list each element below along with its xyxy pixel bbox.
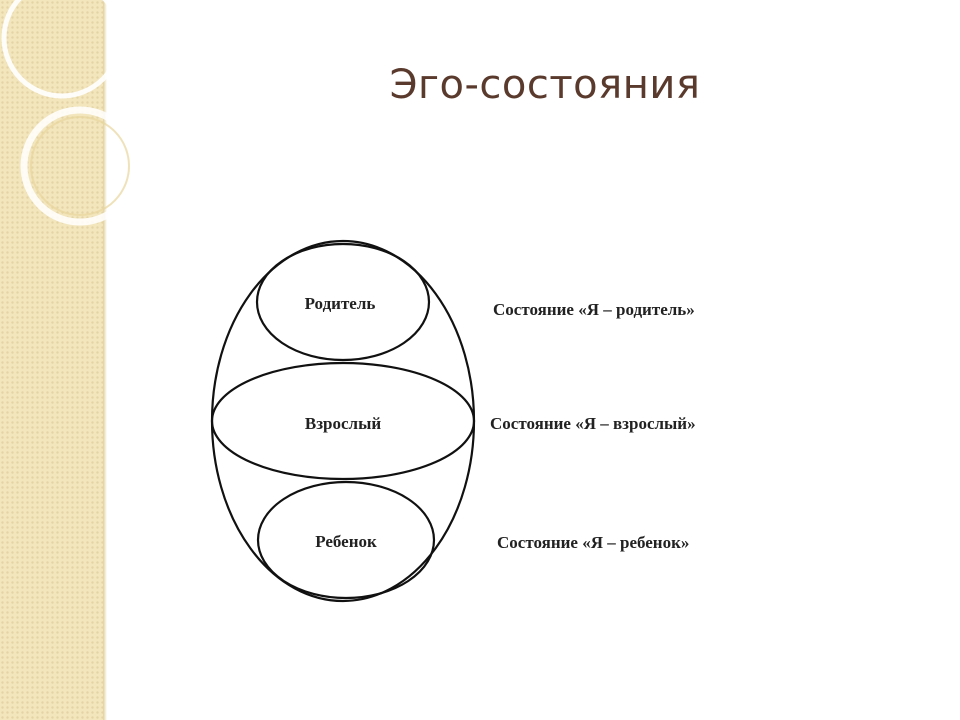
child-ellipse xyxy=(256,480,436,600)
adult-ellipse xyxy=(210,361,476,481)
slide-title: Эго-состояния xyxy=(389,62,701,108)
decorative-ring-upper xyxy=(1,0,123,99)
decorative-ring-lower-shade xyxy=(30,116,130,216)
parent-description: Состояние «Я – родитель» xyxy=(493,300,695,319)
child-description: Состояние «Я – ребенок» xyxy=(497,533,689,552)
side-panel-edge xyxy=(103,0,107,720)
adult-description: Состояние «Я – взрослый» xyxy=(490,414,696,433)
parent-ellipse xyxy=(255,242,431,362)
decorative-ring-lower xyxy=(20,106,140,226)
adult-label: Взрослый xyxy=(305,414,381,433)
decorative-rings xyxy=(1,0,140,226)
parent-label: Родитель xyxy=(305,294,376,313)
child-label: Ребенок xyxy=(315,532,377,551)
